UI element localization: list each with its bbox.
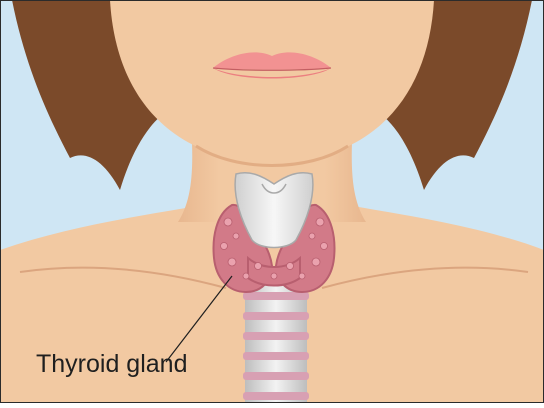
trachea	[243, 278, 309, 403]
thyroid-gland-label: Thyroid gland	[36, 352, 187, 377]
